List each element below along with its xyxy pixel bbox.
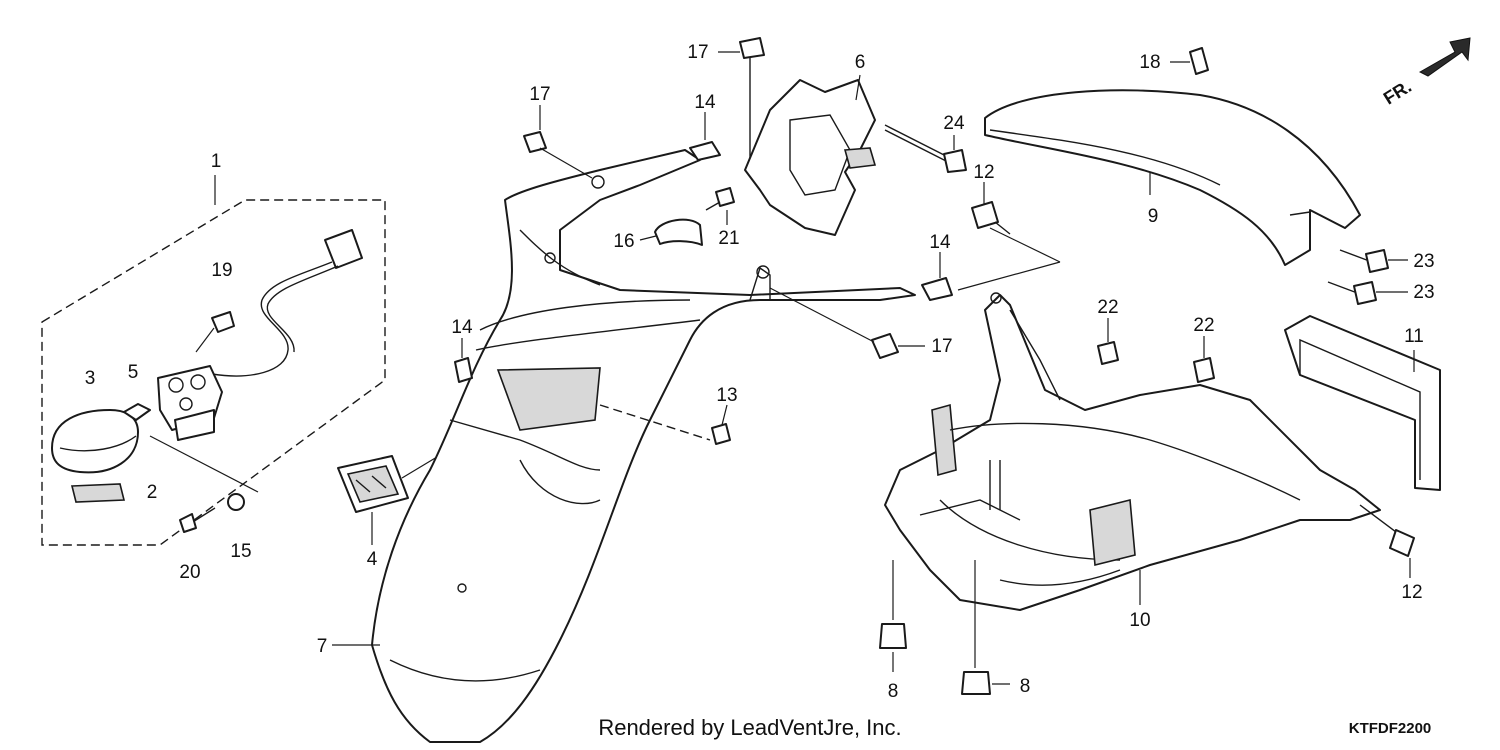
callout-4: 4 [367,549,378,570]
front-direction-label: FR. [1380,76,1415,108]
diagram-code: KTFDF2200 [1349,720,1432,737]
splash-guard-bolts [1327,249,1408,305]
inner-fender-bolts [1097,318,1215,383]
rendered-by-credit: Rendered by LeadVentJre, Inc. [598,715,901,740]
callout-15: 15 [230,541,251,562]
rubber-grommets [879,560,1010,695]
callout-17-left: 17 [529,84,550,105]
rear-splash-guard [984,47,1361,266]
callout-8-right: 8 [1020,676,1031,697]
callout-22-right: 22 [1193,315,1214,336]
callout-2: 2 [147,482,158,503]
callout-14-top: 14 [694,92,716,113]
callout-labels: 1 2 3 4 5 6 7 8 8 9 10 11 12 12 13 14 14… [85,42,1435,702]
inner-rear-fender [884,292,1381,611]
fender-fasteners [454,105,953,445]
callout-14-left: 14 [451,317,473,338]
callout-24: 24 [943,113,965,134]
callout-18: 18 [1139,52,1160,73]
inner-fender-bolt-top [971,201,1011,235]
callout-23-bottom: 23 [1413,282,1434,303]
callout-14-right: 14 [929,232,951,253]
callout-8-left: 8 [888,681,899,702]
callout-10: 10 [1129,610,1150,631]
callout-7: 7 [317,636,328,657]
callout-12-bottom: 12 [1401,582,1422,603]
callout-9: 9 [1148,206,1159,227]
callout-11: 11 [1404,326,1424,347]
callout-1: 1 [211,151,222,172]
front-direction-arrow [1418,37,1471,77]
license-light-assembly-frame [41,199,386,546]
callout-22-left: 22 [1097,297,1118,318]
callout-19: 19 [211,260,232,281]
callout-20: 20 [179,562,200,583]
callout-16: 16 [613,231,634,252]
inner-fender-bolt-bottom [1359,504,1415,578]
callout-21: 21 [718,228,739,249]
callout-6: 6 [855,52,866,73]
callout-17-right: 17 [931,336,952,357]
assembly-leader-lines [957,182,1061,291]
license-light-unit [51,175,363,533]
callout-17-top: 17 [687,42,708,63]
license-bracket [718,37,877,236]
rear-fender [332,149,916,743]
callout-3: 3 [85,368,96,389]
callout-5: 5 [128,362,139,383]
callout-23-top: 23 [1413,251,1434,272]
callout-12-top: 12 [973,162,994,183]
side-bracket [1284,315,1441,491]
long-bolt [884,124,967,173]
callout-13: 13 [716,385,737,406]
